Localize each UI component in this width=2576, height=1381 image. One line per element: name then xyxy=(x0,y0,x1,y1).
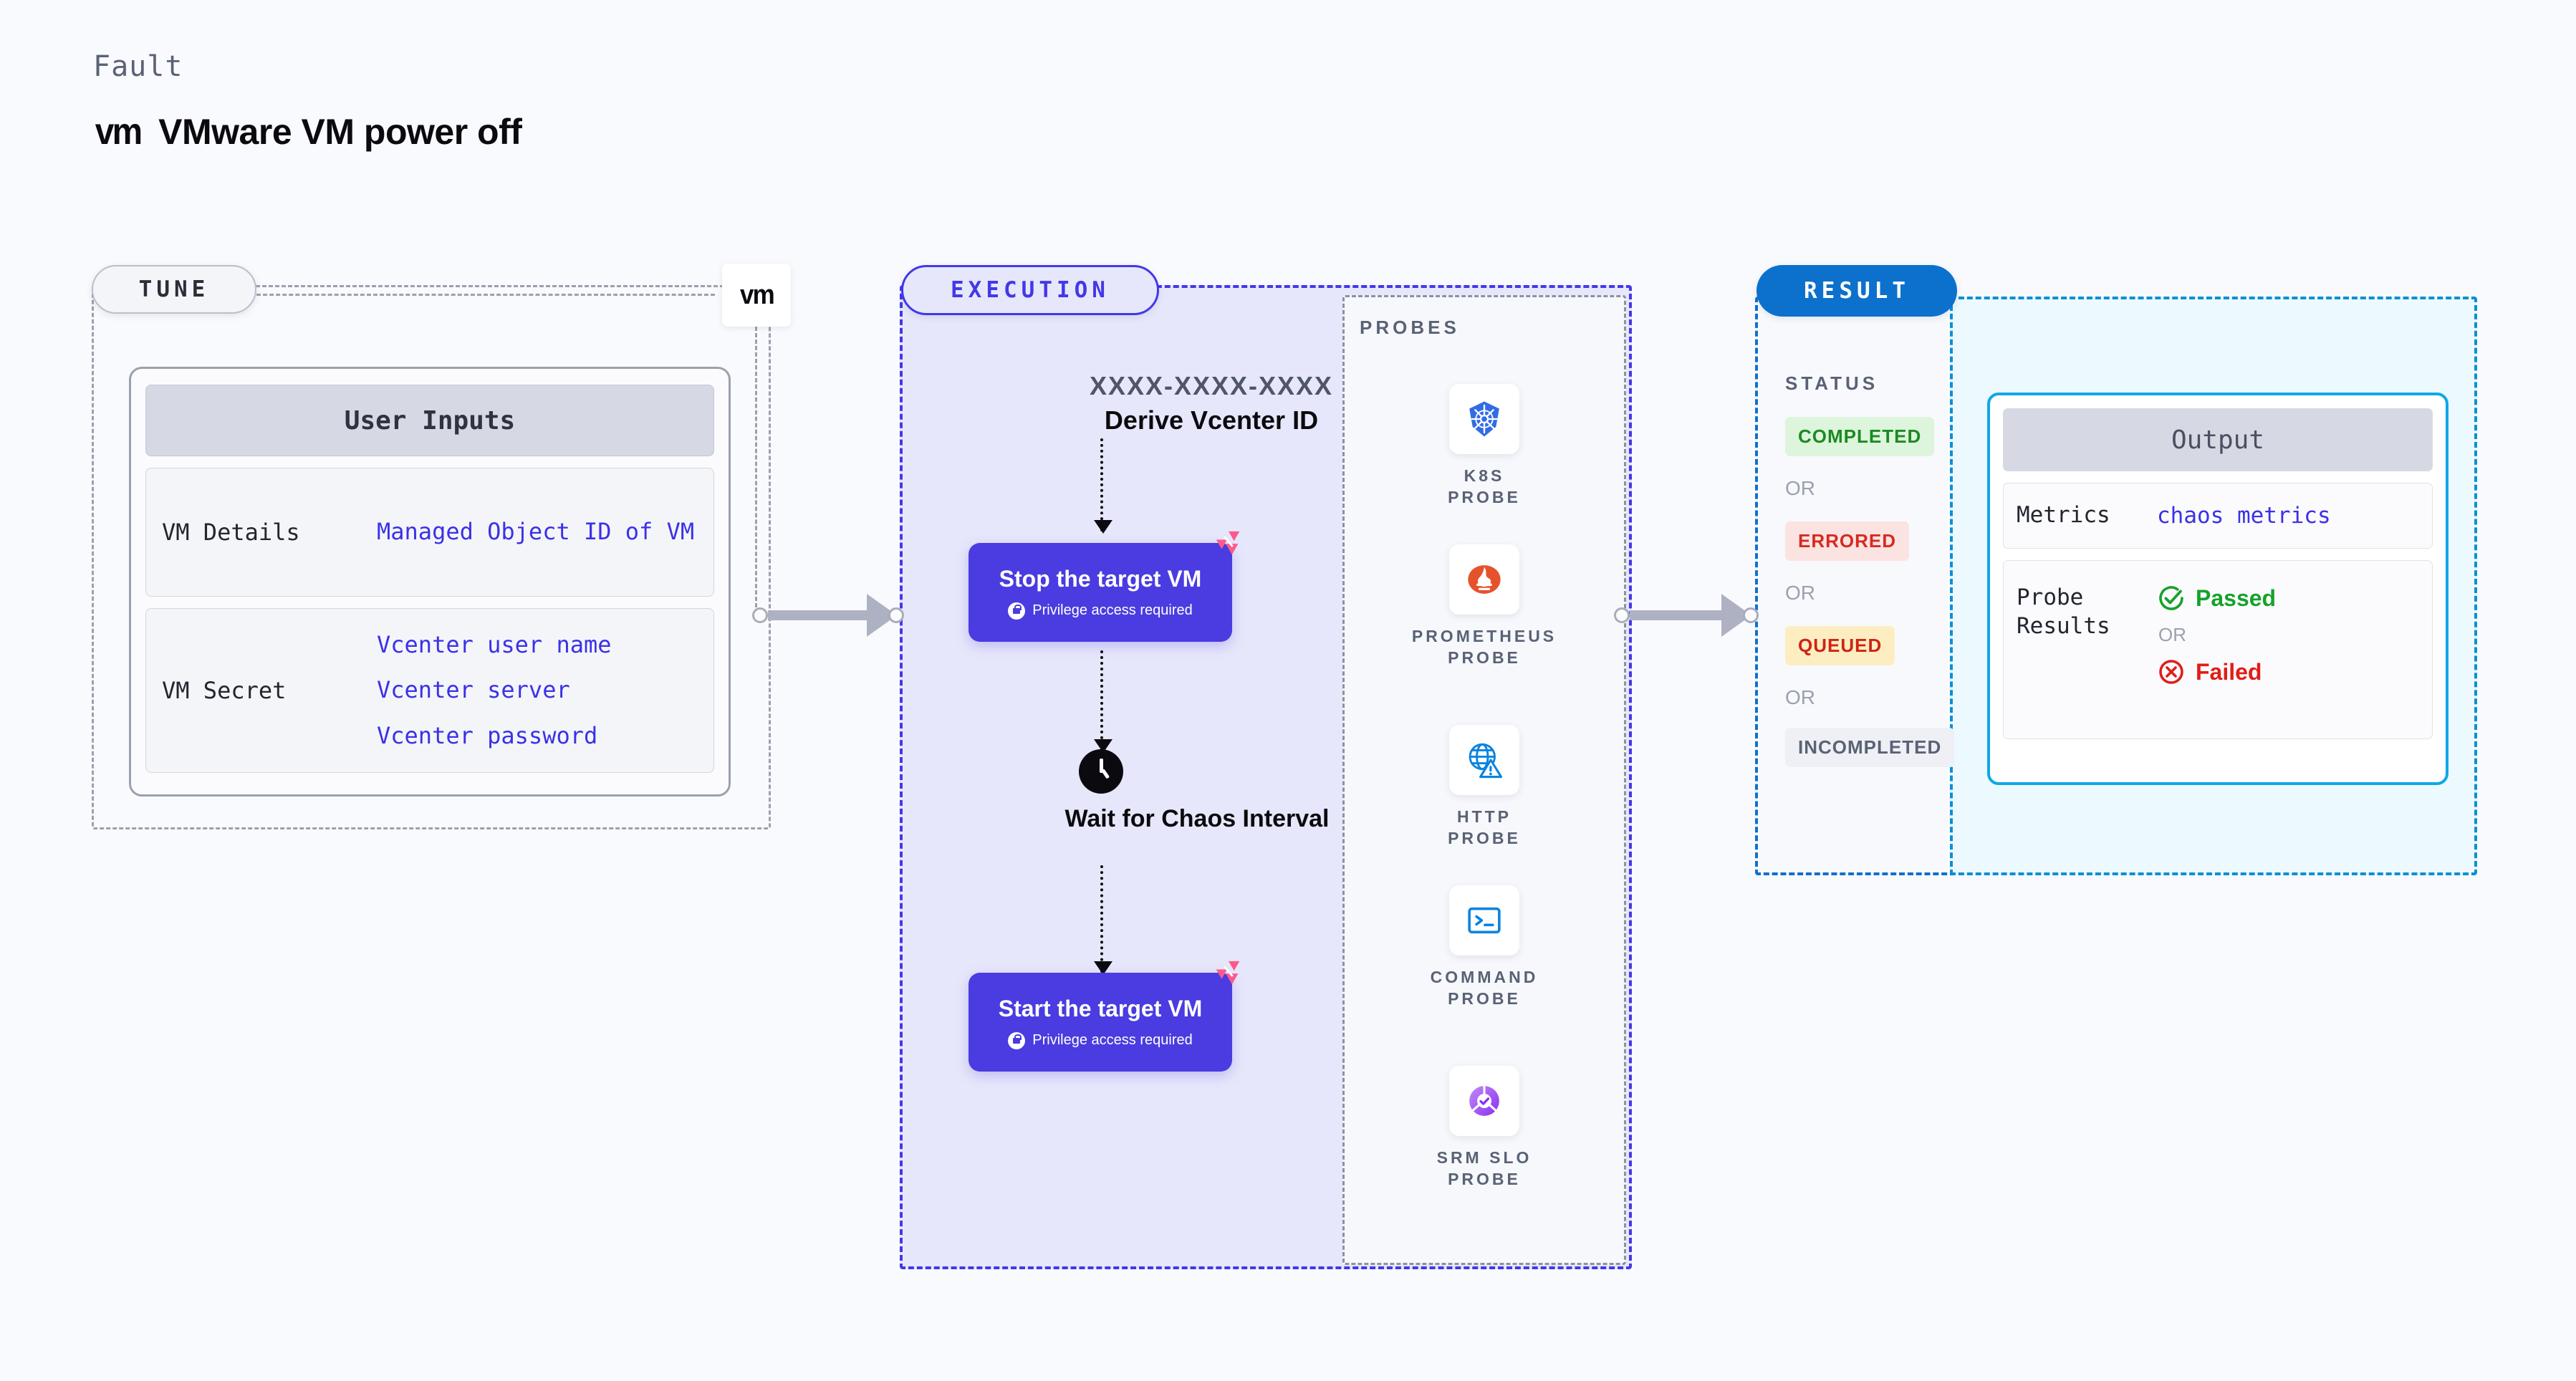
metrics-value[interactable]: chaos metrics xyxy=(2157,503,2331,529)
tune-row-values: Managed Object ID of VM xyxy=(377,518,694,546)
tune-stage-frame xyxy=(92,285,771,829)
probe-item-command[interactable]: COMMAND PROBE xyxy=(1426,885,1543,1010)
node-subtitle-row: Privilege access required xyxy=(1008,602,1193,620)
probe-tile xyxy=(1449,1066,1519,1136)
connector-start-dot xyxy=(1614,607,1630,623)
output-row-metrics: Metrics chaos metrics xyxy=(2003,483,2433,549)
stage-pill-tune[interactable]: TUNE xyxy=(92,265,256,314)
http-globe-warning-icon xyxy=(1469,743,1503,779)
vmware-badge-logo-icon: vm xyxy=(739,279,775,310)
connector-end-dot xyxy=(888,607,904,623)
stage-pill-execution[interactable]: EXECUTION xyxy=(901,265,1159,315)
stage-pill-result[interactable]: RESULT xyxy=(1756,265,1957,317)
tune-row-label: VM Secret xyxy=(162,677,287,704)
prometheus-icon xyxy=(1468,565,1501,594)
tune-row-value[interactable]: Vcenter user name xyxy=(377,631,612,659)
user-inputs-title: User Inputs xyxy=(145,385,714,456)
probe-label: SRM SLO PROBE xyxy=(1436,1148,1532,1188)
probe-tile xyxy=(1449,725,1519,795)
probe-tile xyxy=(1449,544,1519,615)
probe-item-srm-slo[interactable]: SRM SLO PROBE xyxy=(1426,1066,1543,1190)
failed-label: Failed xyxy=(2196,658,2262,685)
lock-icon xyxy=(1008,602,1026,620)
experiment-id-text: XXXX-XXXX-XXXX xyxy=(1089,371,1334,400)
vm-badge-dashed-line xyxy=(755,327,757,620)
probe-tile xyxy=(1449,885,1519,956)
kubernetes-icon xyxy=(1469,401,1499,437)
wait-for-chaos-interval-label: Wait for Chaos Interval xyxy=(1064,805,1330,832)
execution-node-start-vm[interactable]: Start the target VM Privilege access req… xyxy=(969,961,1240,1072)
eyebrow-label: Fault xyxy=(93,50,183,83)
probe-label: PROMETHEUS PROBE xyxy=(1411,627,1557,667)
execution-node-stop-vm[interactable]: Stop the target VM Privilege access requ… xyxy=(969,531,1240,642)
connector-bar xyxy=(1630,610,1723,620)
output-card-title: Output xyxy=(2003,408,2433,471)
probe-tile xyxy=(1449,384,1519,454)
output-row-probe-results: Probe Results Passed OR Failed xyxy=(2003,560,2433,739)
tune-to-vm-dashed-line xyxy=(256,294,715,296)
srm-slo-icon xyxy=(1469,1084,1499,1116)
status-badge-incompleted: INCOMPLETED xyxy=(1785,728,1955,767)
probe-item-http[interactable]: HTTP PROBE xyxy=(1426,725,1543,850)
metrics-label: Metrics xyxy=(2017,502,2110,529)
flow-arrow-1 xyxy=(1094,438,1112,534)
status-title: STATUS xyxy=(1785,372,1879,394)
probe-results-values: Passed OR Failed xyxy=(2157,584,2276,686)
terminal-prompt-icon xyxy=(1468,907,1501,934)
node-subtitle-row: Privilege access required xyxy=(1008,1031,1193,1049)
probes-title: PROBES xyxy=(1360,317,1460,338)
probe-item-k8s[interactable]: K8S PROBE xyxy=(1426,384,1543,509)
user-inputs-card: User Inputs VM Details Managed Object ID… xyxy=(129,367,731,797)
probe-result-passed: Passed xyxy=(2157,584,2276,612)
flow-arrow-2 xyxy=(1094,650,1112,753)
x-circle-icon xyxy=(2159,660,2183,684)
litmus-chaos-icon xyxy=(1216,961,1240,985)
status-badge-completed: COMPLETED xyxy=(1785,417,1935,456)
tune-row-value[interactable]: Vcenter server xyxy=(377,676,570,704)
connector-tune-to-execution xyxy=(752,594,904,637)
status-badge-errored: ERRORED xyxy=(1785,521,1910,561)
lock-icon xyxy=(1008,1031,1026,1049)
node-subtitle: Privilege access required xyxy=(1032,602,1193,618)
probe-results-label: Probe Results xyxy=(2017,584,2110,639)
tune-row-label: VM Details xyxy=(162,519,300,546)
or-separator: OR xyxy=(1785,582,1815,604)
output-card: Output Metrics chaos metrics Probe Resul… xyxy=(1987,393,2448,785)
status-badge-queued: QUEUED xyxy=(1785,626,1895,665)
connector-bar xyxy=(768,610,868,620)
node-title: Stop the target VM xyxy=(999,565,1202,592)
flow-arrow-3 xyxy=(1094,865,1112,975)
probe-label: K8S PROBE xyxy=(1448,466,1521,506)
vmware-badge: vm xyxy=(722,264,791,327)
or-separator: OR xyxy=(2158,624,2186,645)
probe-item-prometheus[interactable]: PROMETHEUS PROBE xyxy=(1412,544,1554,669)
or-separator: OR xyxy=(1785,477,1815,499)
passed-label: Passed xyxy=(2196,584,2277,611)
check-circle-icon xyxy=(2159,586,2183,610)
probe-result-failed: Failed xyxy=(2157,658,2276,686)
tune-row-value[interactable]: Managed Object ID of VM xyxy=(377,518,695,546)
page-title: VMware VM power off xyxy=(158,112,522,152)
vmware-logo-icon: vm xyxy=(95,111,143,153)
or-separator: OR xyxy=(1785,686,1815,708)
derive-vcenter-id-label: Derive Vcenter ID xyxy=(1104,405,1319,435)
wait-clock-icon xyxy=(1079,749,1123,794)
litmus-chaos-icon xyxy=(1216,531,1240,555)
connector-end-dot xyxy=(1743,607,1759,623)
title-row: vm VMware VM power off xyxy=(93,110,522,153)
connector-start-dot xyxy=(752,607,768,623)
tune-row: VM Details Managed Object ID of VM xyxy=(145,468,714,597)
tune-row: VM Secret Vcenter user name Vcenter serv… xyxy=(145,608,714,773)
tune-row-value[interactable]: Vcenter password xyxy=(377,721,598,749)
node-title: Start the target VM xyxy=(998,995,1203,1021)
probe-label: COMMAND PROBE xyxy=(1430,968,1539,1008)
page-header: Fault vm VMware VM power off xyxy=(93,50,522,153)
connector-execution-to-result xyxy=(1614,594,1759,637)
tune-row-values: Vcenter user name Vcenter server Vcenter… xyxy=(377,631,612,749)
probe-label: HTTP PROBE xyxy=(1448,807,1521,847)
node-subtitle: Privilege access required xyxy=(1032,1032,1193,1048)
